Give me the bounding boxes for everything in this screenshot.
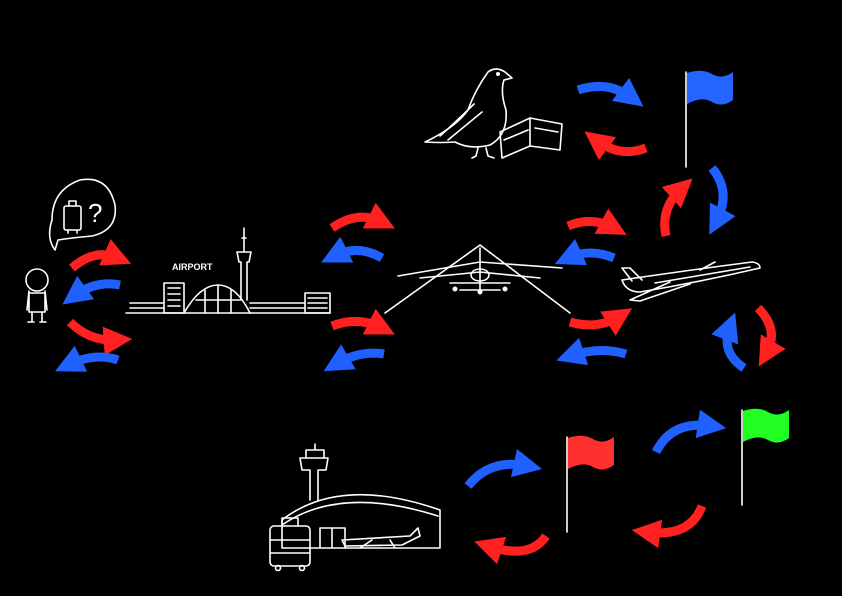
arrow-red: [474, 533, 550, 565]
arrow-blue: [554, 238, 616, 266]
radar-aircraft-icon: [384, 244, 571, 314]
flag-blue: [685, 70, 733, 168]
arrow-red: [584, 131, 648, 161]
airport-sign: AIRPORT: [172, 262, 213, 272]
arrow-red: [66, 318, 133, 356]
arrow-blue: [576, 77, 644, 107]
flag-green: [741, 408, 789, 506]
arrow-blue: [708, 165, 736, 235]
flag-red: [566, 435, 614, 533]
arrow-red: [660, 178, 693, 237]
arrow-blue: [321, 236, 385, 263]
arrow-red: [568, 308, 633, 336]
arrows: [55, 77, 786, 565]
arrow-red: [330, 308, 395, 335]
control-tower-icon: [299, 443, 329, 501]
arrow-blue: [711, 312, 747, 372]
arrow-blue: [556, 337, 628, 366]
thought-bubble: ?: [48, 178, 117, 251]
airport-terminal-icon: AIRPORT: [125, 227, 331, 314]
suitcase-icon: [269, 517, 311, 572]
arrow-red: [631, 504, 707, 549]
arrow-red: [566, 208, 627, 235]
arrow-red: [329, 202, 395, 232]
luggage-icon: [63, 200, 82, 234]
arrow-blue: [62, 275, 121, 305]
arrow-blue: [464, 448, 543, 489]
airliner-icon: [621, 261, 761, 302]
person-icon: [25, 268, 49, 323]
pigeon-icon: [424, 68, 513, 159]
arrow-blue: [55, 345, 120, 372]
hangar-icon: [281, 493, 441, 549]
question-mark: ?: [88, 198, 102, 228]
book-icon: [499, 117, 563, 159]
arrow-blue: [651, 409, 727, 455]
arrow-blue: [323, 344, 385, 372]
arrow-red: [69, 239, 132, 272]
arrow-red: [754, 304, 786, 367]
